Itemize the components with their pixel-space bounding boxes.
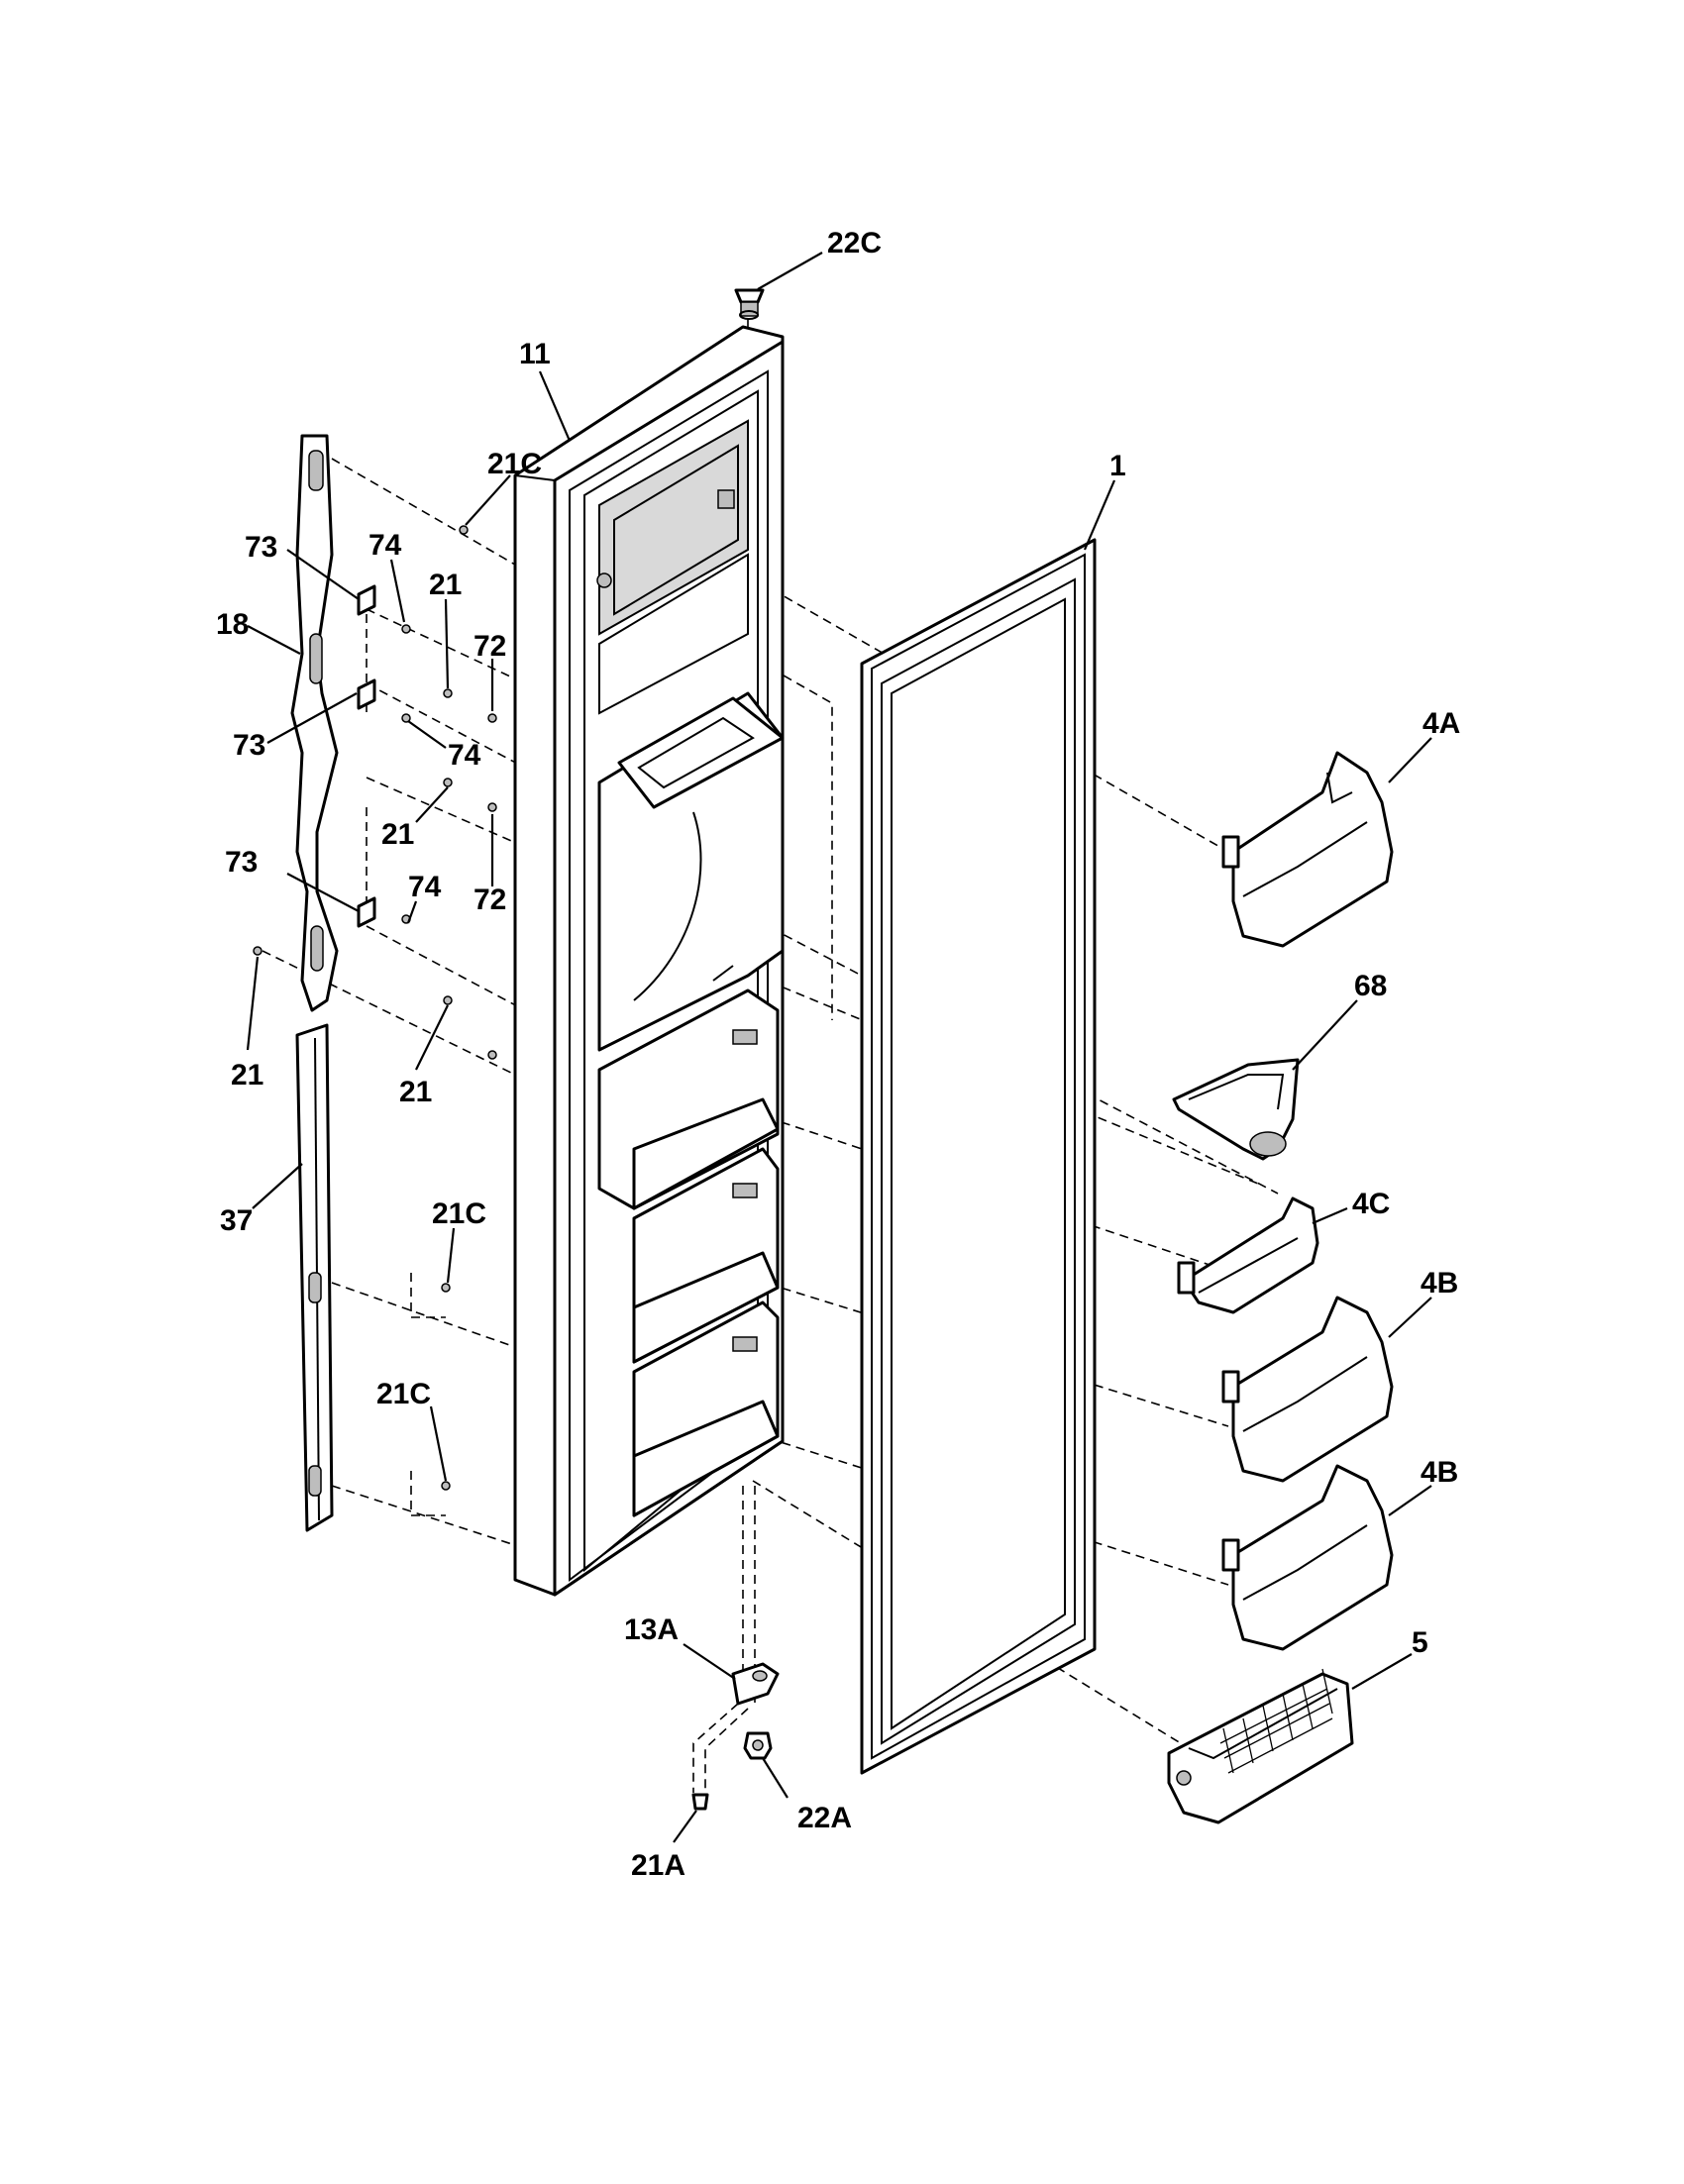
callout-labels: 22C 11 21C 1 73 74 21 18 72 4A 73 74 21 … [216,227,1460,1882]
callout-73-a: 73 [245,531,277,564]
callout-21-b: 21 [381,818,414,851]
callout-21c-mid: 21C [432,1197,486,1230]
basket-bin-5 [1167,1668,1354,1824]
callout-11: 11 [519,338,551,370]
callout-21-c: 21 [231,1059,263,1092]
callout-72-b: 72 [474,884,506,916]
hinge-bracket-13a [731,1662,780,1706]
callout-22c: 22C [827,227,882,260]
callout-72-a: 72 [474,630,506,663]
callout-5: 5 [1412,1626,1428,1659]
upper-trim-18 [290,434,339,1012]
lower-trim-37 [295,1023,334,1532]
door-gasket [860,538,1097,1775]
cap-22c [734,288,765,320]
callout-18: 18 [216,608,249,641]
callout-73-b: 73 [233,729,265,762]
callout-21a: 21A [631,1849,685,1882]
door-bin-4c [1177,1196,1319,1314]
door-bin-4b-upper [1221,1296,1394,1483]
door-liner [513,325,785,1597]
callout-73-c: 73 [225,846,258,879]
cup-68 [1172,1058,1300,1161]
callout-74-a: 74 [368,529,402,562]
callout-22a: 22A [797,1802,852,1834]
callout-74-b: 74 [448,739,481,772]
door-bin-4b-lower [1221,1464,1394,1651]
callout-4b-b: 4B [1421,1456,1458,1489]
callout-4b-a: 4B [1421,1267,1458,1300]
callout-1: 1 [1109,450,1126,482]
callout-37: 37 [220,1204,253,1237]
callout-4c: 4C [1352,1188,1390,1220]
callout-21-a: 21 [429,569,462,601]
callout-21c-top: 21C [487,448,542,480]
screw-21a [691,1793,709,1811]
callout-21-d: 21 [399,1076,432,1108]
callout-68: 68 [1354,970,1387,1002]
callout-13a: 13A [624,1613,679,1646]
callout-4a: 4A [1422,707,1460,740]
callout-21c-low: 21C [376,1378,431,1410]
door-bin-4a [1221,751,1394,948]
fastener-hardware [253,525,497,1491]
callout-74-c: 74 [408,871,442,903]
callout-leader-lines [246,252,1432,1843]
bushing-22a [743,1731,773,1760]
